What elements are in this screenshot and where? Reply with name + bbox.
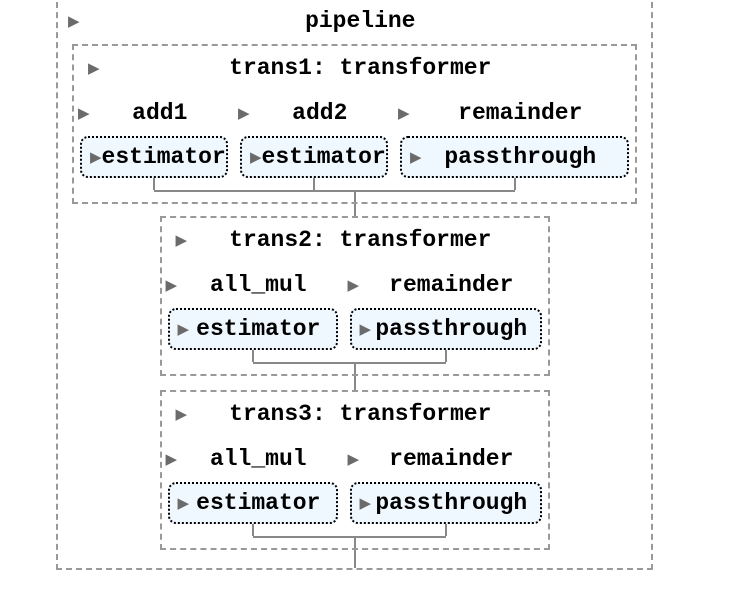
toggle-arrow-icon: ▶ xyxy=(175,230,188,249)
column-remainder-label[interactable]: ▶ remainder xyxy=(344,436,548,482)
toggle-arrow-icon: ▶ xyxy=(398,103,410,122)
connector-bus-line xyxy=(252,536,344,538)
column-all-mul: ▶ all_mul ▶ estimator xyxy=(162,262,344,364)
connector-line xyxy=(353,376,356,390)
parallel-columns: ▶ add1 ▶ estimator ▶ add2 xyxy=(74,90,635,192)
connector-drop-line xyxy=(251,524,254,536)
connector-down-line xyxy=(353,538,356,548)
estimator-label: estimator xyxy=(101,144,226,170)
column-all-mul-label[interactable]: ▶ all_mul xyxy=(162,436,344,482)
estimator-box[interactable]: ▶ estimator xyxy=(167,308,338,350)
toggle-arrow-icon: ▶ xyxy=(359,319,372,338)
connector-drop-line xyxy=(444,350,447,362)
pipeline-container: ▶ pipeline ▶ trans1: transformer ▶ add1 … xyxy=(56,0,653,570)
section-trans1: ▶ trans1: transformer ▶ add1 ▶ estimator xyxy=(72,44,637,204)
column-label-text: remainder xyxy=(389,272,514,298)
column-label-text: add2 xyxy=(292,100,348,126)
connector-bus-line xyxy=(343,536,446,538)
column-label-text: all_mul xyxy=(209,272,307,298)
connector-drop-line xyxy=(313,178,315,190)
column-remainder: ▶ remainder ▶ passthrough xyxy=(343,262,548,364)
toggle-arrow-icon: ▶ xyxy=(238,103,250,122)
column-add2: ▶ add2 ▶ estimator xyxy=(234,90,394,192)
estimator-label: passthrough xyxy=(375,316,528,342)
estimator-box[interactable]: ▶ estimator xyxy=(167,482,338,524)
toggle-arrow-icon: ▶ xyxy=(78,103,90,122)
column-label-text: add1 xyxy=(132,100,188,126)
toggle-arrow-icon: ▶ xyxy=(347,449,360,468)
connector-bus-line xyxy=(252,362,344,364)
section-label-text: trans1: transformer xyxy=(229,55,492,81)
toggle-arrow-icon: ▶ xyxy=(68,11,80,30)
section-trans2: ▶ trans2: transformer ▶ all_mul ▶ estima… xyxy=(159,216,550,376)
connector-drop-line xyxy=(153,178,155,190)
connector-bus-line xyxy=(394,190,515,192)
column-remainder: ▶ remainder ▶ passthrough xyxy=(394,90,635,192)
estimator-box[interactable]: ▶ estimator xyxy=(240,136,388,178)
section-trans3-label[interactable]: ▶ trans3: transformer xyxy=(162,392,548,436)
column-label-text: remainder xyxy=(458,100,583,126)
connector-drop-line xyxy=(513,178,516,190)
parallel-columns: ▶ all_mul ▶ estimator ▶ remainder xyxy=(162,262,548,364)
toggle-arrow-icon: ▶ xyxy=(175,404,188,423)
estimator-label: estimator xyxy=(196,316,321,342)
connector-line xyxy=(353,550,356,568)
estimator-label: estimator xyxy=(261,144,386,170)
estimator-label: estimator xyxy=(196,490,321,516)
parallel-columns: ▶ all_mul ▶ estimator ▶ remainder xyxy=(162,436,548,538)
estimator-label: passthrough xyxy=(444,144,597,170)
passthrough-box[interactable]: ▶ passthrough xyxy=(400,136,629,178)
toggle-arrow-icon: ▶ xyxy=(177,493,190,512)
column-remainder-label[interactable]: ▶ remainder xyxy=(344,262,548,308)
column-remainder-label[interactable]: ▶ remainder xyxy=(394,90,635,136)
toggle-arrow-icon: ▶ xyxy=(88,58,100,77)
column-add2-label[interactable]: ▶ add2 xyxy=(234,90,394,136)
estimator-box[interactable]: ▶ estimator xyxy=(80,136,228,178)
estimator-label: passthrough xyxy=(375,490,528,516)
section-label-text: trans2: transformer xyxy=(229,227,492,253)
column-all-mul: ▶ all_mul ▶ estimator xyxy=(162,436,344,538)
connector-bus-line xyxy=(234,190,394,192)
connector-drop-line xyxy=(444,524,447,536)
pipeline-title: pipeline xyxy=(305,8,416,34)
column-add1-label[interactable]: ▶ add1 xyxy=(74,90,234,136)
column-remainder: ▶ remainder ▶ passthrough xyxy=(343,436,548,538)
connector-drop-line xyxy=(251,350,254,362)
toggle-arrow-icon: ▶ xyxy=(165,275,178,294)
pipeline-label[interactable]: ▶ pipeline xyxy=(58,0,651,44)
connector-down-line xyxy=(353,364,356,374)
connector-bus-line xyxy=(343,362,446,364)
section-label-text: trans3: transformer xyxy=(229,401,492,427)
column-all-mul-label[interactable]: ▶ all_mul xyxy=(162,262,344,308)
connector-line xyxy=(353,204,356,216)
column-label-text: all_mul xyxy=(209,446,307,472)
toggle-arrow-icon: ▶ xyxy=(90,147,102,166)
section-trans1-label[interactable]: ▶ trans1: transformer xyxy=(74,46,635,90)
section-trans2-label[interactable]: ▶ trans2: transformer xyxy=(162,218,548,262)
toggle-arrow-icon: ▶ xyxy=(177,319,190,338)
passthrough-box[interactable]: ▶ passthrough xyxy=(349,308,542,350)
column-add1: ▶ add1 ▶ estimator xyxy=(74,90,234,192)
toggle-arrow-icon: ▶ xyxy=(410,147,422,166)
connector-down-line xyxy=(353,192,356,202)
passthrough-box[interactable]: ▶ passthrough xyxy=(349,482,542,524)
toggle-arrow-icon: ▶ xyxy=(165,449,178,468)
toggle-arrow-icon: ▶ xyxy=(359,493,372,512)
section-trans3: ▶ trans3: transformer ▶ all_mul ▶ estima… xyxy=(159,390,550,550)
connector-bus-line xyxy=(154,190,234,192)
column-label-text: remainder xyxy=(389,446,514,472)
toggle-arrow-icon: ▶ xyxy=(250,147,262,166)
toggle-arrow-icon: ▶ xyxy=(347,275,360,294)
